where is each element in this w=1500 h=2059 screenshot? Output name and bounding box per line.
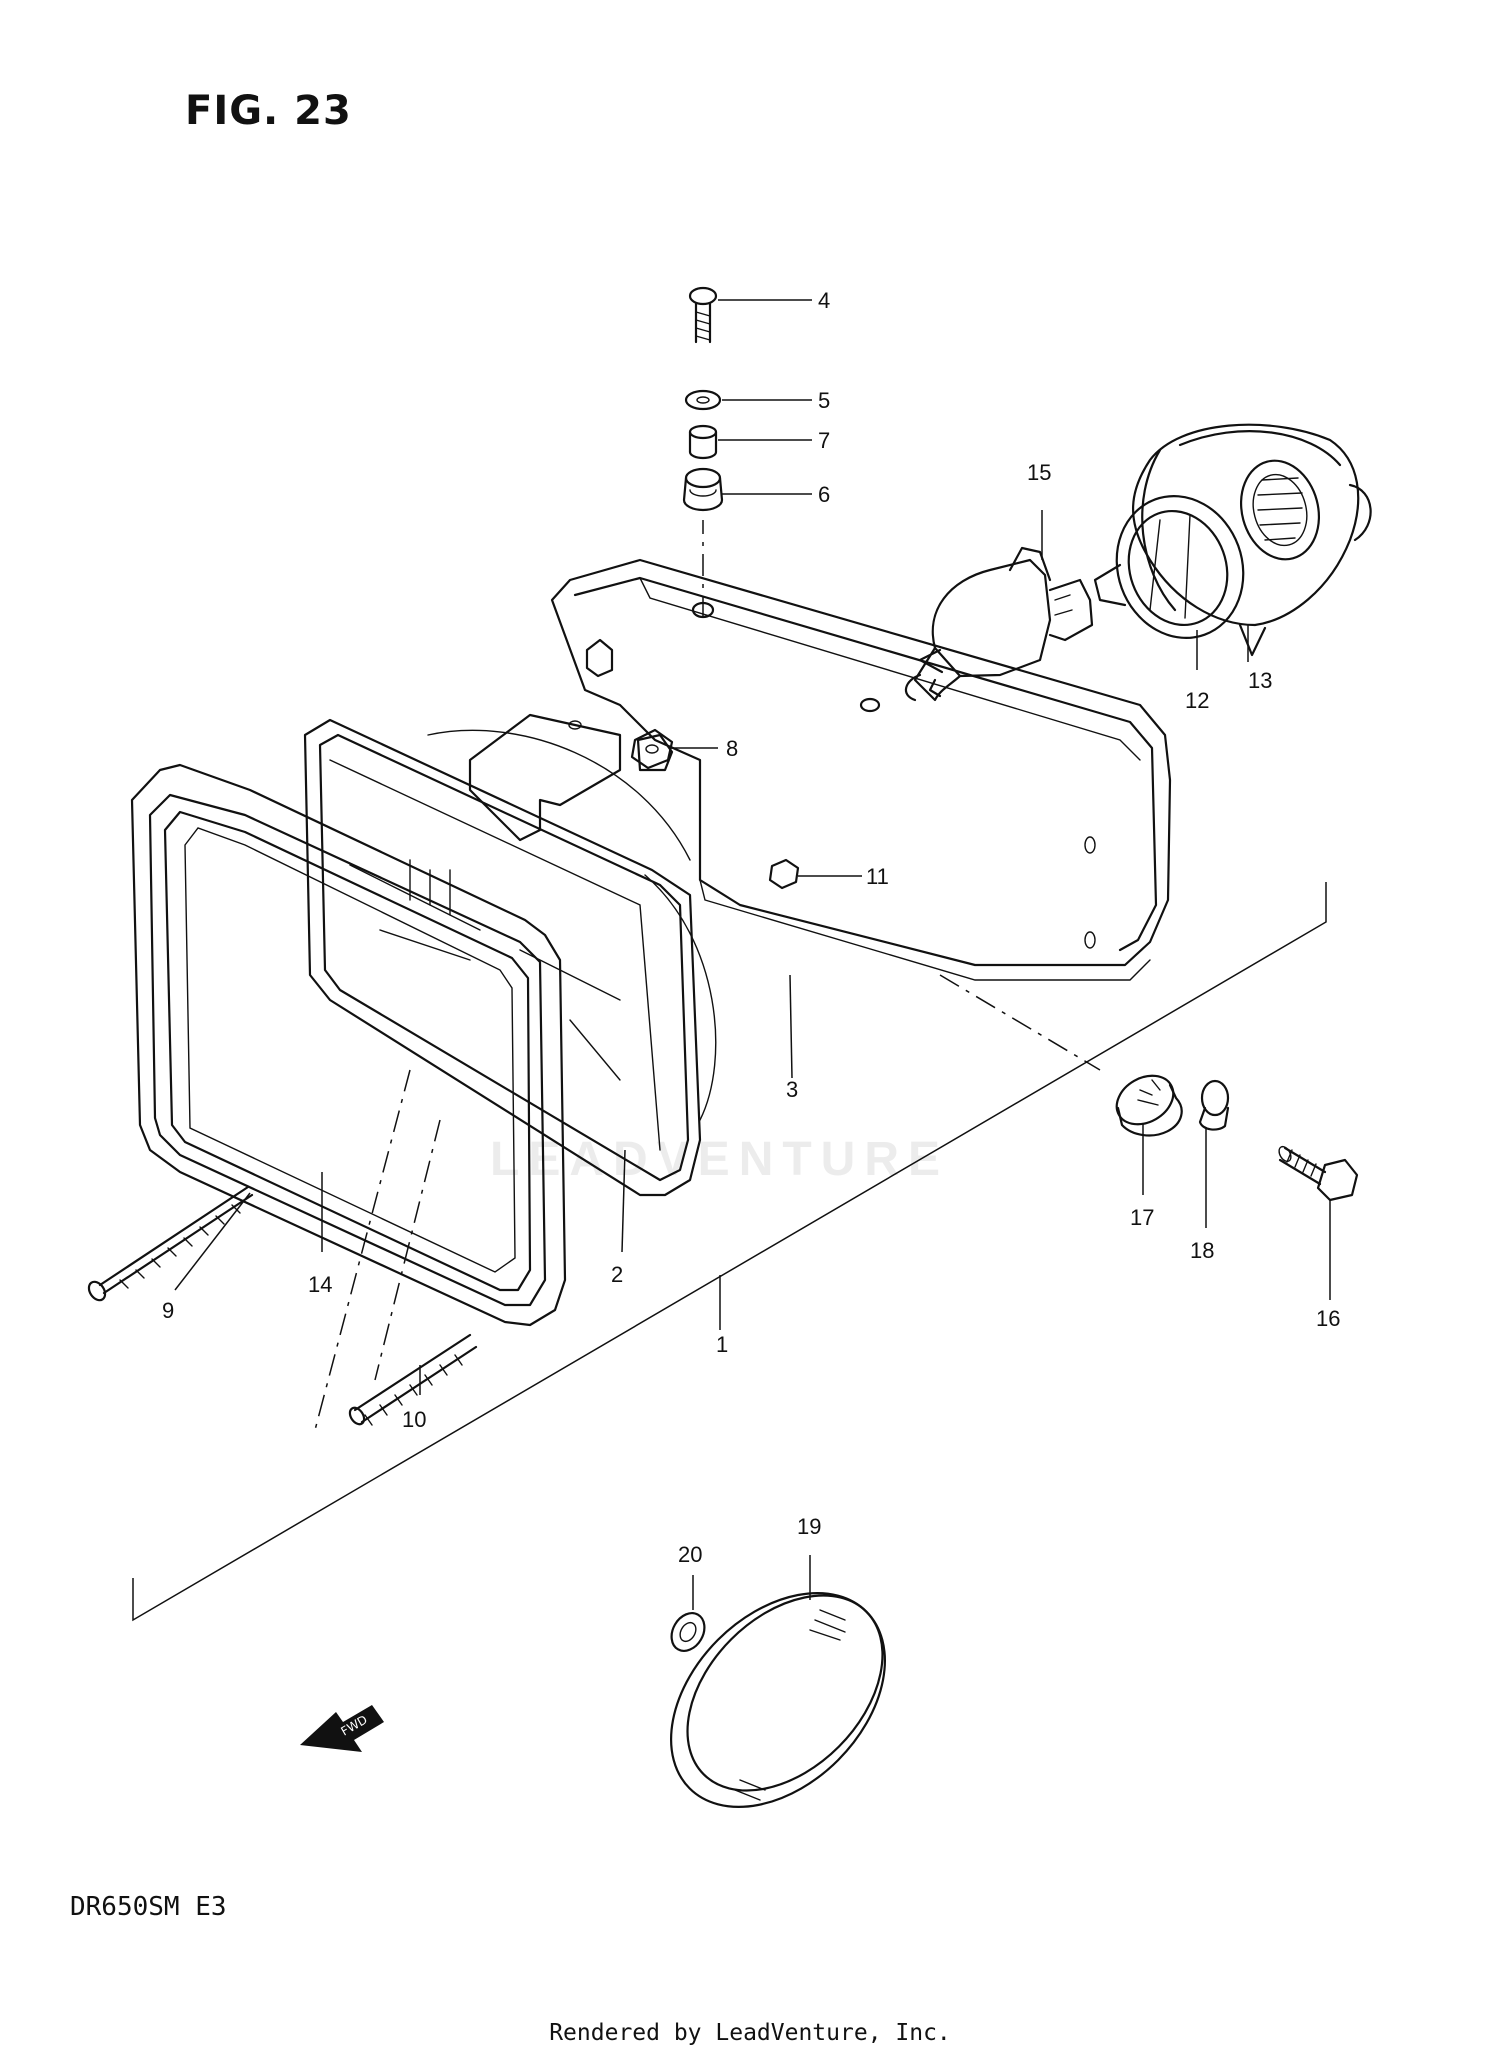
- footer-credit: Rendered by LeadVenture, Inc.: [549, 2020, 951, 2046]
- callout-11: 11: [866, 864, 889, 889]
- washer-part-5[interactable]: [684, 389, 722, 411]
- screw-part-4[interactable]: [688, 286, 718, 344]
- leader-lines: [174, 299, 1331, 1610]
- callout-9: 9: [162, 1298, 174, 1323]
- headlight-rim[interactable]: [130, 763, 567, 1327]
- callout-8: 8: [726, 736, 738, 761]
- position-lamp-socket[interactable]: [1108, 1066, 1183, 1137]
- callout-3: 3: [786, 1077, 798, 1102]
- callout-13: 13: [1248, 668, 1272, 693]
- nut-part-11[interactable]: [768, 858, 800, 890]
- watermark-text: LEADVENTURE: [490, 1133, 950, 1186]
- callout-18: 18: [1190, 1238, 1214, 1263]
- callout-16: 16: [1316, 1306, 1340, 1331]
- bracket-clip[interactable]: [468, 713, 674, 842]
- figure-title: FIG. 23: [185, 88, 352, 134]
- headlight-bulb[interactable]: [904, 546, 1094, 702]
- callout-14: 14: [308, 1272, 332, 1297]
- callout-5: 5: [818, 388, 830, 413]
- collar-part-7[interactable]: [688, 424, 718, 460]
- washer-part-20[interactable]: [665, 1607, 711, 1657]
- callout-20: 20: [678, 1542, 702, 1567]
- callout-7: 7: [818, 428, 830, 453]
- nut-part-8[interactable]: [630, 728, 674, 770]
- callout-12: 12: [1185, 688, 1209, 713]
- adjusting-screw[interactable]: [86, 1185, 254, 1303]
- bolt-part-16[interactable]: [1277, 1145, 1359, 1202]
- headlight-housing[interactable]: [550, 558, 1172, 981]
- callout-10: 10: [402, 1407, 426, 1432]
- callout-17: 17: [1130, 1205, 1154, 1230]
- callout-2: 2: [611, 1262, 623, 1287]
- callout-19: 19: [797, 1514, 821, 1539]
- socket-rubber-cover[interactable]: [1131, 423, 1372, 657]
- forward-direction-arrow: FWD: [300, 1705, 384, 1752]
- adjuster-spring[interactable]: [347, 1333, 478, 1427]
- position-lamp-bulb[interactable]: [1198, 1079, 1230, 1131]
- callout-4: 4: [818, 288, 830, 313]
- callout-1: 1: [716, 1332, 728, 1357]
- center-lines: [314, 520, 1101, 1431]
- callout-15: 15: [1027, 460, 1051, 485]
- grommet-part-6[interactable]: [682, 467, 724, 512]
- callout-labels: 1 2 3 4 5 6 7 8 9 10 11 12 13 14 15 16 1…: [162, 288, 1340, 1567]
- callout-6: 6: [818, 482, 830, 507]
- reflector-lens[interactable]: [630, 1552, 927, 1849]
- assembly-bracket: [132, 882, 1327, 1622]
- model-code: DR650SM E3: [70, 1892, 227, 1922]
- bulb-socket-ring[interactable]: [1093, 478, 1263, 656]
